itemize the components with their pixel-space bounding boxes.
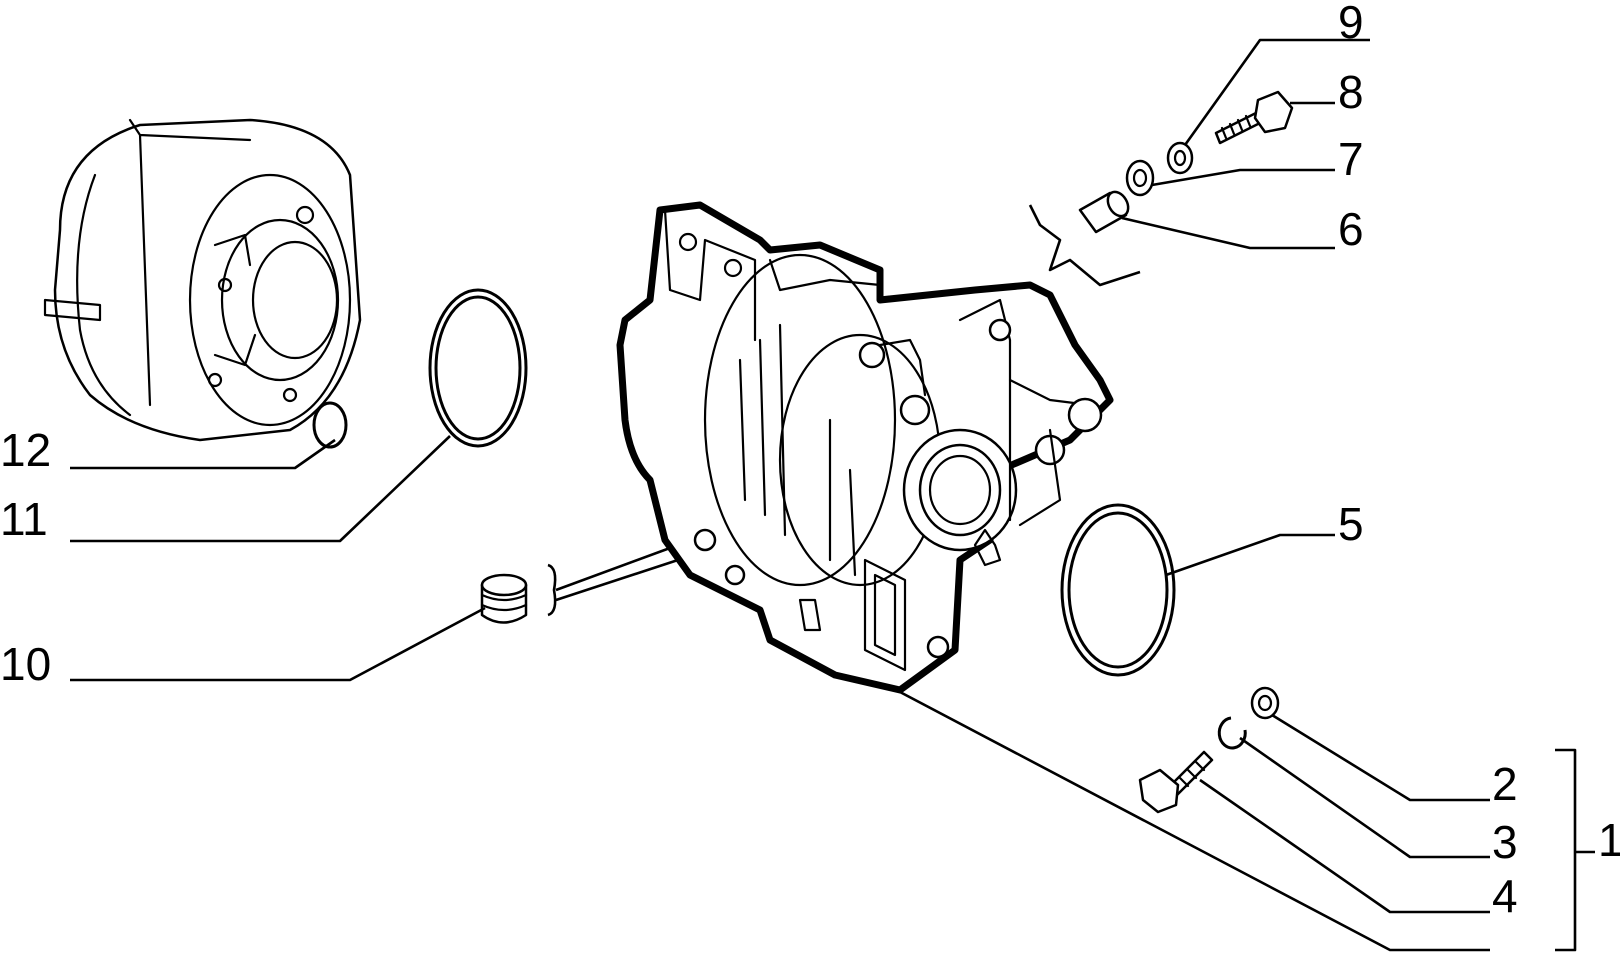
leader-4 xyxy=(1199,778,1490,914)
callout-5: 5 xyxy=(1338,498,1364,550)
bracket-10 xyxy=(547,563,557,617)
callout-labels: 9 8 7 6 5 12 11 10 2 3 4 1 xyxy=(0,0,1620,922)
bracket-1 xyxy=(1555,748,1595,952)
callout-3: 3 xyxy=(1492,816,1518,868)
threaded-plug-part xyxy=(480,573,528,624)
leader-10-branch-b xyxy=(555,558,679,602)
callout-11: 11 xyxy=(0,493,48,545)
leader-7 xyxy=(1151,168,1335,187)
bolt-lower-part xyxy=(1138,750,1214,814)
leader-10-branch xyxy=(555,546,671,592)
pulley-housing-part xyxy=(43,118,362,442)
leader-12 xyxy=(70,438,336,470)
callout-4: 4 xyxy=(1492,870,1518,922)
leader-10 xyxy=(70,606,486,682)
leader-2 xyxy=(1271,713,1490,802)
large-o-ring-part xyxy=(428,288,528,448)
callout-1: 1 xyxy=(1598,814,1620,866)
callout-7: 7 xyxy=(1338,133,1364,185)
callout-6: 6 xyxy=(1338,203,1364,255)
leader-9 xyxy=(1183,38,1370,146)
callout-10: 10 xyxy=(0,638,51,690)
washer-part xyxy=(1125,159,1155,197)
leader-body-to-4 xyxy=(899,690,1490,952)
bolt-upper-part xyxy=(1214,90,1294,145)
callout-2: 2 xyxy=(1492,758,1518,810)
small-o-ring-part xyxy=(312,401,348,449)
leader-5 xyxy=(1165,533,1335,577)
leader-3 xyxy=(1239,736,1490,859)
rear-o-ring-part xyxy=(1060,503,1176,677)
leader-11 xyxy=(70,435,451,543)
leader-6 xyxy=(1121,216,1335,250)
spring-washer-part xyxy=(1217,716,1247,750)
callout-12: 12 xyxy=(0,424,51,476)
leader-lines xyxy=(70,38,1595,952)
lower-washer-part xyxy=(1250,686,1280,720)
bushing-part xyxy=(1078,190,1130,234)
compressor-body-part xyxy=(616,201,1114,694)
bracket-6 xyxy=(1028,204,1141,287)
callout-8: 8 xyxy=(1338,66,1364,118)
callout-9: 9 xyxy=(1338,0,1364,48)
small-washer-part xyxy=(1166,141,1194,175)
